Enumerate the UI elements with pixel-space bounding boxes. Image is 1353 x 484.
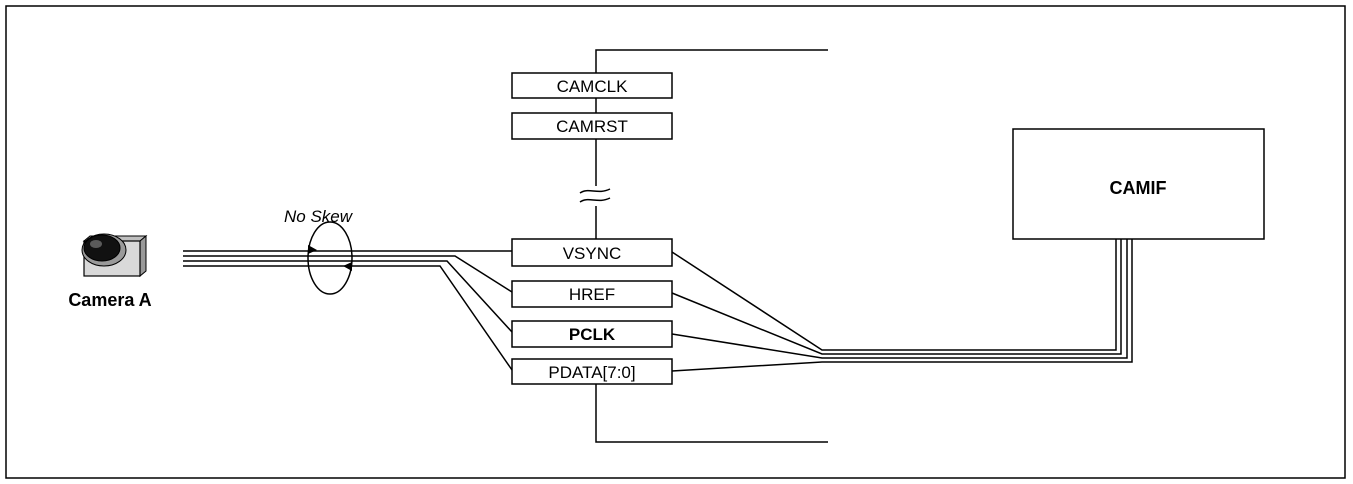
camera-wires [183, 250, 513, 371]
signal-vsync-label: VSYNC [563, 244, 622, 263]
bus-bracket [595, 49, 828, 443]
bus-break-symbol [579, 188, 611, 203]
signal-camclk-label: CAMCLK [557, 77, 629, 96]
camif-wires [671, 239, 1133, 372]
no-skew-label: No Skew [284, 207, 354, 226]
no-skew-loop: No Skew [284, 207, 354, 295]
signal-href: HREF [511, 280, 673, 308]
camif-block: CAMIF [1012, 128, 1265, 240]
signal-pdata: PDATA[7:0] [511, 358, 673, 385]
signal-camrst-label: CAMRST [556, 117, 628, 136]
outer-frame [5, 5, 1346, 479]
camif-label: CAMIF [1110, 178, 1167, 198]
camera-label: Camera A [68, 290, 151, 310]
camera-icon [81, 233, 148, 278]
loop-arrow-icon [308, 245, 317, 254]
signal-href-label: HREF [569, 285, 615, 304]
signal-pclk: PCLK [511, 320, 673, 348]
signal-camrst: CAMRST [511, 112, 673, 140]
loop-arrow-icon [343, 262, 352, 271]
signal-vsync: VSYNC [511, 238, 673, 267]
signal-pclk-label: PCLK [569, 325, 616, 344]
signal-camclk: CAMCLK [511, 72, 673, 99]
signal-pdata-label: PDATA[7:0] [548, 363, 635, 382]
